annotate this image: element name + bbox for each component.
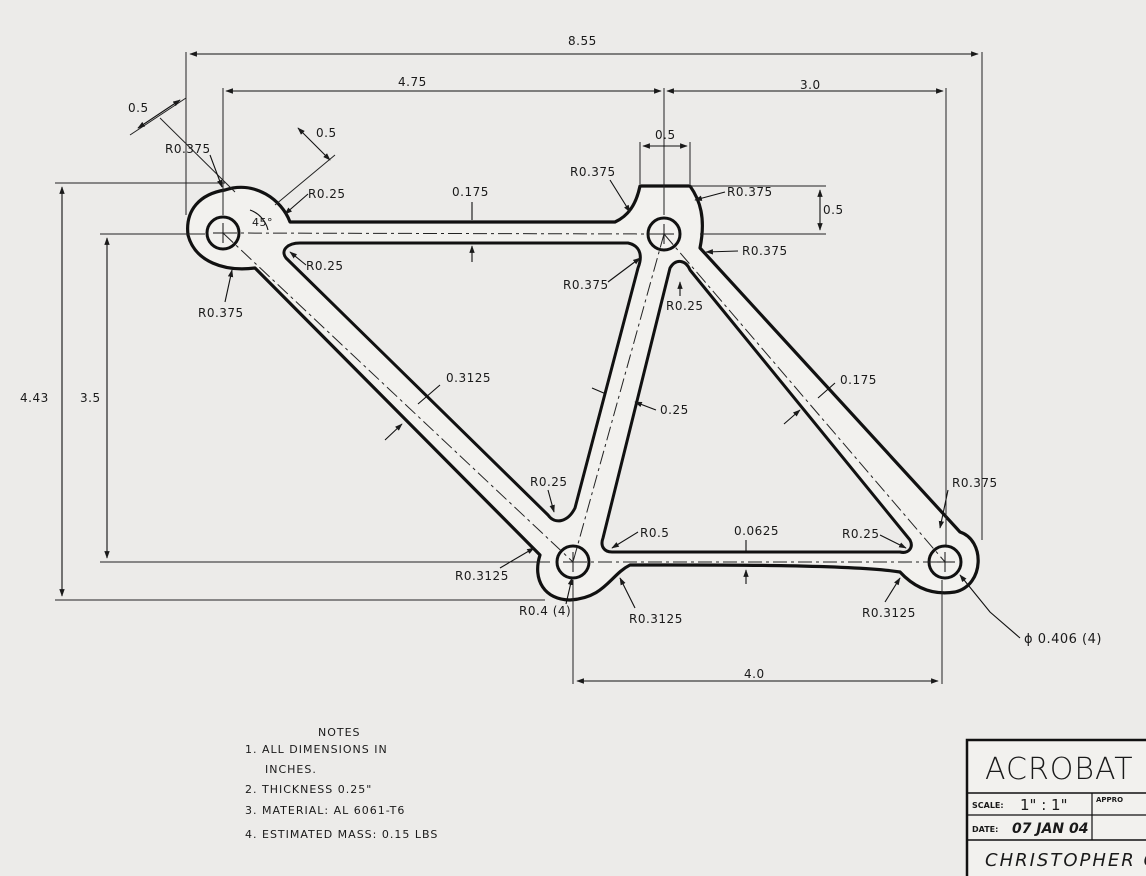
dim-corner-a: 0.5: [128, 101, 149, 115]
radius-label: R0.3125: [629, 612, 683, 626]
center-lines: [222, 232, 946, 563]
hole-callout: ϕ 0.406 (4): [1024, 632, 1102, 647]
radius-label: R0.3125: [862, 606, 916, 620]
radius-label: R0.5: [640, 526, 669, 540]
note-line: 2. THICKNESS 0.25": [245, 783, 372, 796]
radius-label: R0.25: [666, 299, 704, 313]
radius-label: R0.25: [308, 187, 346, 201]
title-block: ACROBAT SCALE: 1" : 1" APPRO DATE: 07 JA…: [965, 738, 1146, 876]
notes-block: NOTES 1. ALL DIMENSIONS IN INCHES. 2. TH…: [245, 726, 438, 841]
note-line: INCHES.: [265, 763, 317, 776]
radius-label: R0.375: [165, 142, 211, 156]
upper-cutout: [282, 241, 642, 523]
notes-title: NOTES: [318, 726, 361, 739]
dim-inner-height: 3.5: [80, 391, 101, 405]
dim-left-bar: 0.3125: [446, 371, 491, 385]
dim-corner-b: 0.5: [316, 126, 337, 140]
note-line: 1. ALL DIMENSIONS IN: [245, 743, 388, 756]
radius-label: R0.375: [742, 244, 788, 258]
dim-overall-height: 4.43: [20, 391, 49, 405]
dim-mid-bar: 0.25: [660, 403, 689, 417]
extension-lines: [55, 52, 983, 684]
dim-upper-span: 4.75: [398, 75, 427, 89]
radius-label: R0.375: [198, 306, 244, 320]
radius-label: R0.375: [563, 278, 609, 292]
radius-label: R0.375: [570, 165, 616, 179]
radius-label: R0.3125: [455, 569, 509, 583]
dim-bottom-span: 4.0: [744, 667, 765, 681]
dim-overall-width: 8.55: [568, 34, 597, 48]
date-label: DATE:: [972, 825, 998, 834]
dim-lug-height: 0.5: [823, 203, 844, 217]
title-block-title: ACROBAT: [985, 752, 1134, 787]
scale-label: SCALE:: [972, 801, 1004, 810]
scale-value: 1" : 1": [1020, 796, 1067, 814]
date-value: 07 JAN 04: [1012, 821, 1088, 837]
dimension-lines: [59, 51, 1021, 684]
dim-top-bar: 0.175: [452, 185, 489, 199]
radius-label: R0.4 (4): [519, 604, 571, 618]
radius-label: R0.375: [952, 476, 998, 490]
radius-label: R0.25: [306, 259, 344, 273]
dim-right-bar: 0.175: [840, 373, 877, 387]
dim-lug-width: 0.5: [655, 128, 676, 142]
radius-label: R0.25: [842, 527, 880, 541]
note-line: 3. MATERIAL: AL 6061-T6: [245, 804, 405, 817]
approved-label: APPRO: [1096, 796, 1123, 804]
dim-bottom-bar: 0.0625: [734, 524, 779, 538]
dim-angle: 45°: [252, 216, 273, 229]
lower-cutout: [600, 260, 913, 554]
dim-right-span: 3.0: [800, 78, 821, 92]
bracket-part: [186, 184, 980, 602]
radius-label: R0.375: [727, 185, 773, 199]
note-line: 4. ESTIMATED MASS: 0.15 LBS: [245, 828, 438, 841]
drafter-name: CHRISTOPHER G: [985, 850, 1146, 871]
radius-label: R0.25: [530, 475, 568, 489]
